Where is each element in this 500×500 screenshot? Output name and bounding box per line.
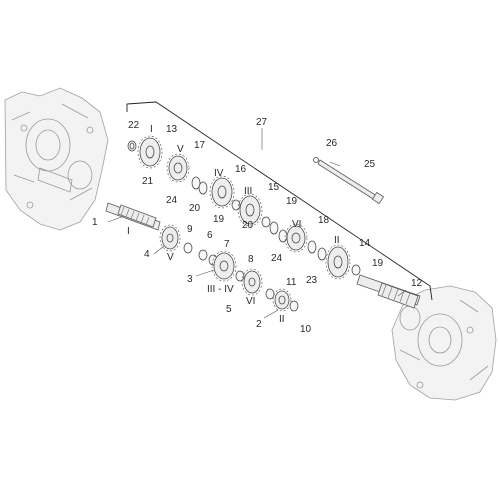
leader-lines <box>107 161 407 319</box>
gear-part-17 <box>166 153 190 183</box>
washer-part-23 <box>317 247 327 261</box>
callout-16: 16 <box>235 164 247 175</box>
roman-V-lower: V <box>167 252 174 263</box>
callout-20-middle: 20 <box>242 220 254 231</box>
callout-9: 9 <box>187 224 193 235</box>
washer-part-9 <box>183 242 193 254</box>
callout-11: 11 <box>286 277 297 288</box>
roman-VI-upper: VI <box>292 219 301 230</box>
washer-part-20b <box>269 221 279 235</box>
washer-part-24a <box>191 176 201 190</box>
callout-24-middle: 24 <box>271 253 283 264</box>
callout-8: 8 <box>248 254 254 265</box>
bracket-part-27 <box>126 101 433 301</box>
gear-part-16 <box>209 175 235 209</box>
gear-part-14 <box>325 244 351 280</box>
washer-part-20a <box>198 181 208 195</box>
washer-part-19b <box>261 216 271 228</box>
callout-19-upper-a: 19 <box>213 214 225 225</box>
washer-part-22 <box>127 140 137 152</box>
selector-rod <box>313 157 385 205</box>
callout-27: 27 <box>256 117 268 128</box>
callout-12: 12 <box>411 278 423 289</box>
gear-part-4 <box>159 224 181 252</box>
callout-25: 25 <box>364 159 376 170</box>
callout-2: 2 <box>256 319 262 330</box>
washer-part-19c <box>351 264 361 276</box>
roman-V-upper: V <box>177 144 184 155</box>
callout-24-upper: 24 <box>166 195 178 206</box>
roman-III-IV: III - IV <box>207 284 234 295</box>
roman-I-upper: I <box>150 124 153 135</box>
callout-21: 21 <box>142 176 154 187</box>
callout-6: 6 <box>207 230 213 241</box>
callout-14: 14 <box>359 238 371 249</box>
gear-part-3 <box>211 250 237 282</box>
callout-1: 1 <box>92 217 98 228</box>
callout-17: 17 <box>194 140 206 151</box>
roman-II-upper: II <box>334 235 340 246</box>
roman-II-lower: II <box>279 314 285 325</box>
washer-part-24c <box>307 240 317 254</box>
callout-20-upper: 20 <box>189 203 201 214</box>
gear-part-2 <box>272 288 292 312</box>
washer-part-19a <box>231 199 241 211</box>
washer-part-6 <box>198 249 208 261</box>
callout-7: 7 <box>224 239 230 250</box>
washer-part-5 <box>235 270 245 282</box>
callout-4: 4 <box>144 249 150 260</box>
gear-part-13 <box>137 135 163 169</box>
callout-19-upper-b: 19 <box>286 196 298 207</box>
gear-part-8 <box>241 268 263 296</box>
washer-part-11 <box>265 288 275 300</box>
callout-labels: 22 13 I 17 V 21 24 20 16 IV 15 III 19 19… <box>92 117 423 335</box>
roman-III: III <box>244 186 252 197</box>
primary-shaft <box>105 202 161 231</box>
roman-IV: IV <box>214 168 224 179</box>
washer-part-10 <box>289 300 299 312</box>
callout-3: 3 <box>187 274 193 285</box>
callout-18: 18 <box>318 215 330 226</box>
secondary-shaft <box>356 274 421 309</box>
callout-26: 26 <box>326 138 338 149</box>
washer-part-24b <box>278 229 288 243</box>
roman-I-lower: I <box>127 226 130 237</box>
callout-13: 13 <box>166 124 178 135</box>
callout-15: 15 <box>268 182 280 193</box>
callout-23: 23 <box>306 275 318 286</box>
callout-22: 22 <box>128 120 140 131</box>
callout-5: 5 <box>226 304 232 315</box>
left-crankcase-casing <box>4 87 109 231</box>
callout-10: 10 <box>300 324 312 335</box>
callout-19-right: 19 <box>372 258 384 269</box>
gear-part-18 <box>284 223 308 253</box>
gear-part-15 <box>237 193 263 227</box>
roman-VI-lower: VI <box>246 296 255 307</box>
right-crankcase-casing <box>391 285 497 401</box>
